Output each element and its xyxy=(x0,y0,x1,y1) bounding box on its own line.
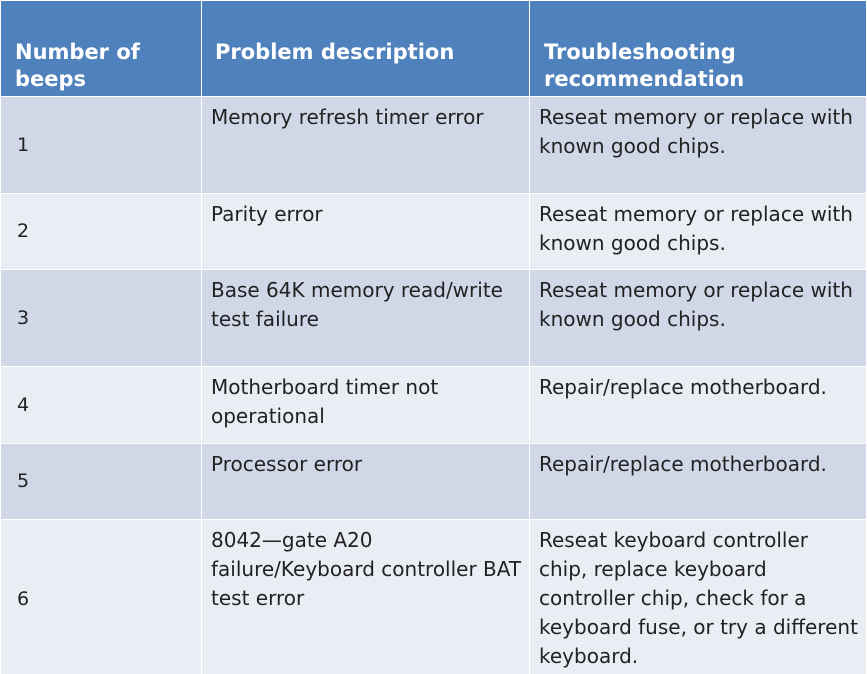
header-number-of-beeps: Number of beeps xyxy=(0,0,202,97)
problem-cell: Processor error xyxy=(201,443,530,520)
beeps-cell: 4 xyxy=(0,366,202,444)
recommendation-cell: Repair/replace motherboard. xyxy=(529,443,867,520)
beeps-cell: 3 xyxy=(0,269,202,367)
recommendation-cell: Reseat memory or replace with known good… xyxy=(529,269,867,367)
recommendation-cell: Reseat memory or replace with known good… xyxy=(529,193,867,270)
problem-cell: Base 64K memory read/write test failure xyxy=(201,269,530,367)
problem-cell: Motherboard timer not operational xyxy=(201,366,530,444)
problem-cell: Memory refresh timer error xyxy=(201,96,530,194)
header-problem-description: Problem description xyxy=(201,0,530,97)
recommendation-cell: Reseat keyboard controller chip, replace… xyxy=(529,519,867,674)
table-row: 3 Base 64K memory read/write test failur… xyxy=(0,269,867,367)
recommendation-cell: Repair/replace motherboard. xyxy=(529,366,867,444)
table-row: 6 8042—gate A20 failure/Keyboard control… xyxy=(0,519,867,674)
problem-cell: Parity error xyxy=(201,193,530,270)
beeps-cell: 1 xyxy=(0,96,202,194)
table-header-row: Number of beeps Problem description Trou… xyxy=(0,0,867,97)
table-row: 1 Memory refresh timer error Reseat memo… xyxy=(0,96,867,194)
table-row: 4 Motherboard timer not operational Repa… xyxy=(0,366,867,444)
table-row: 2 Parity error Reseat memory or replace … xyxy=(0,193,867,270)
recommendation-cell: Reseat memory or replace with known good… xyxy=(529,96,867,194)
problem-cell: 8042—gate A20 failure/Keyboard controlle… xyxy=(201,519,530,674)
beeps-cell: 2 xyxy=(0,193,202,270)
table-row: 5 Processor error Repair/replace motherb… xyxy=(0,443,867,520)
beeps-cell: 6 xyxy=(0,519,202,674)
beeps-cell: 5 xyxy=(0,443,202,520)
header-troubleshooting-recommendation: Troubleshooting recommendation xyxy=(529,0,867,97)
